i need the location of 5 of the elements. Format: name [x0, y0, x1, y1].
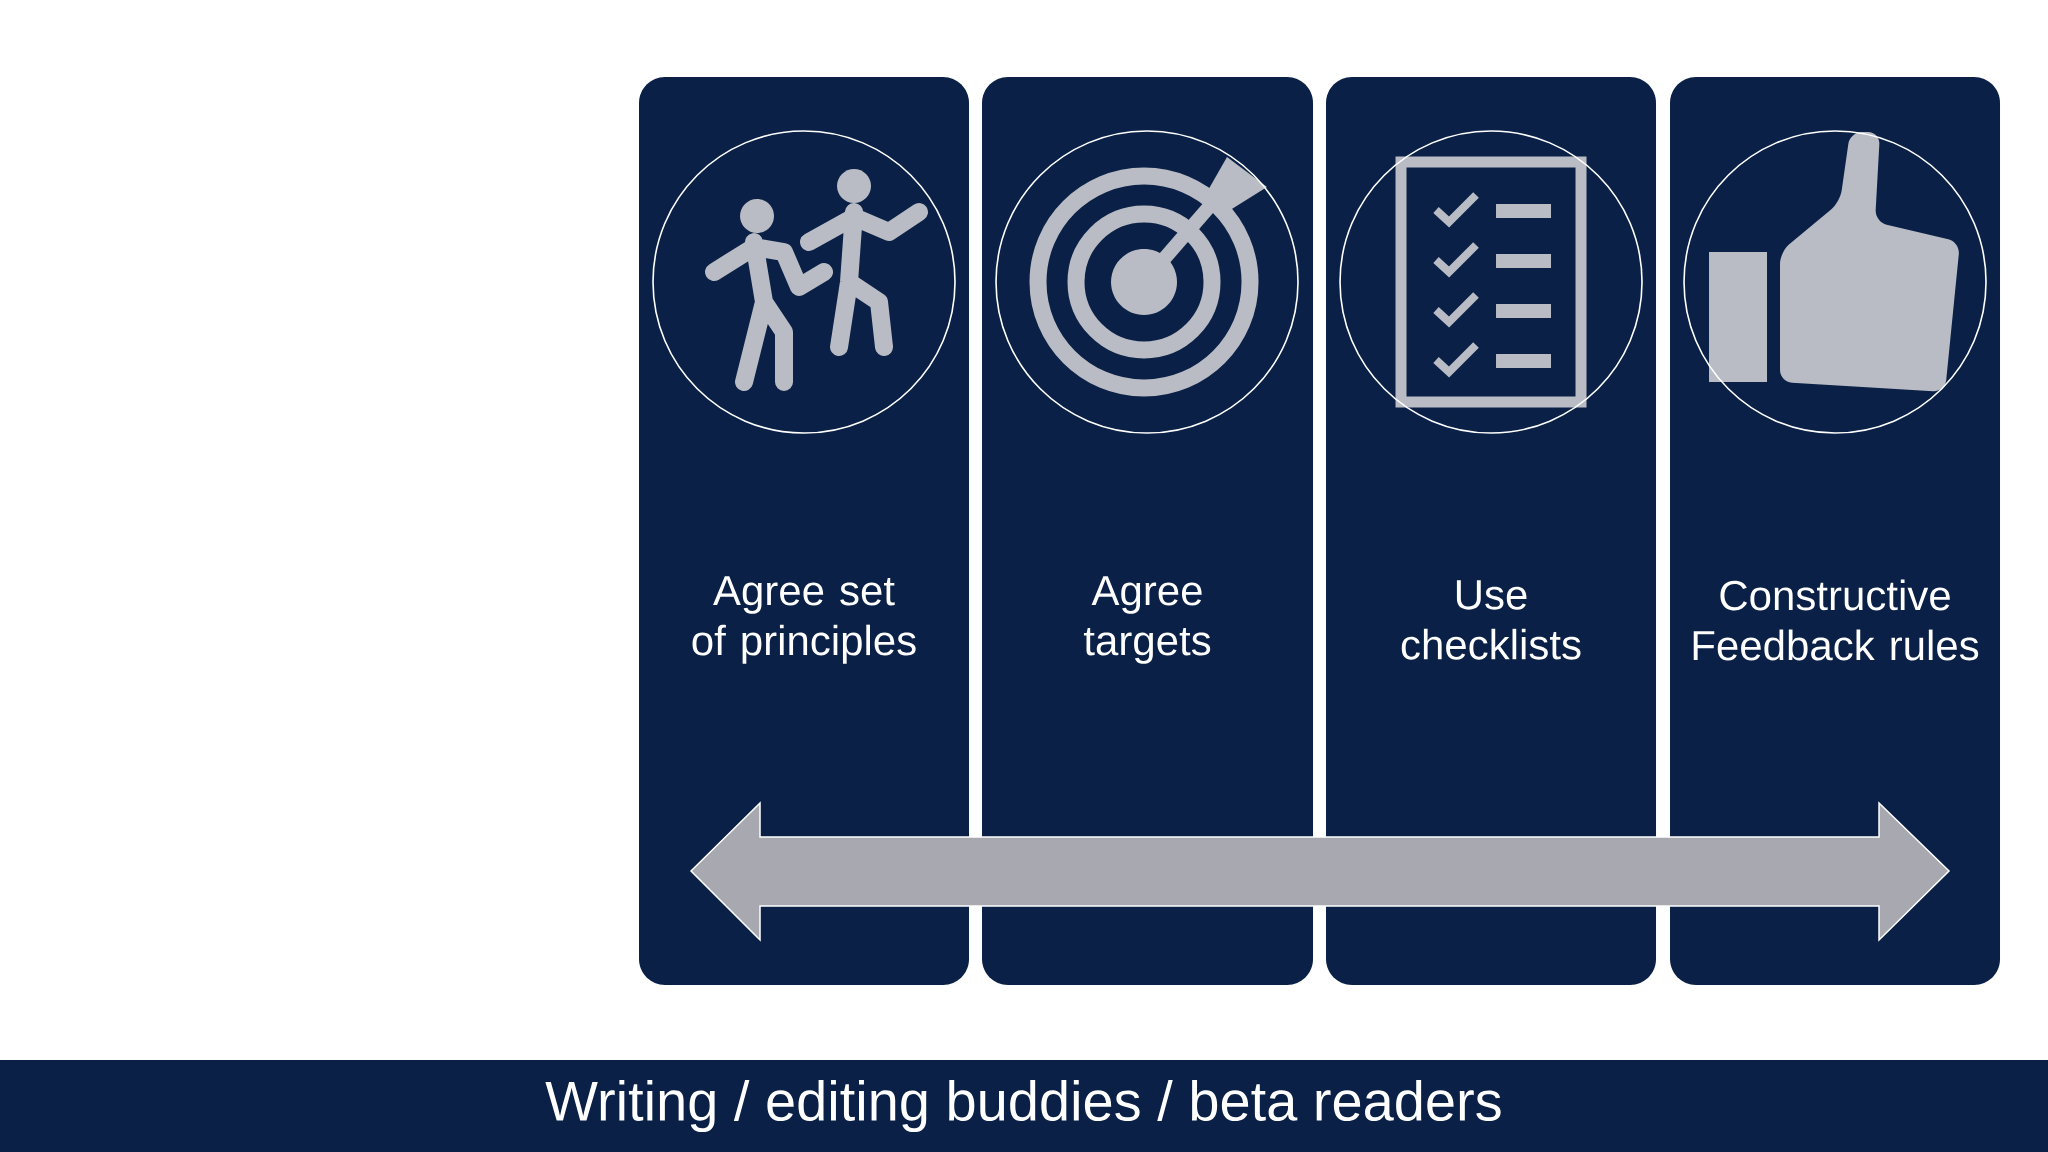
column-label: Constructive Feedback rules	[1693, 579, 1979, 661]
footer-band: Writing / editing buddies / beta readers	[0, 1060, 2048, 1152]
column-label: Use checklists	[1401, 580, 1581, 660]
column-label: Agree set of principles	[692, 576, 916, 664]
column-label: Agree targets	[1083, 576, 1211, 664]
